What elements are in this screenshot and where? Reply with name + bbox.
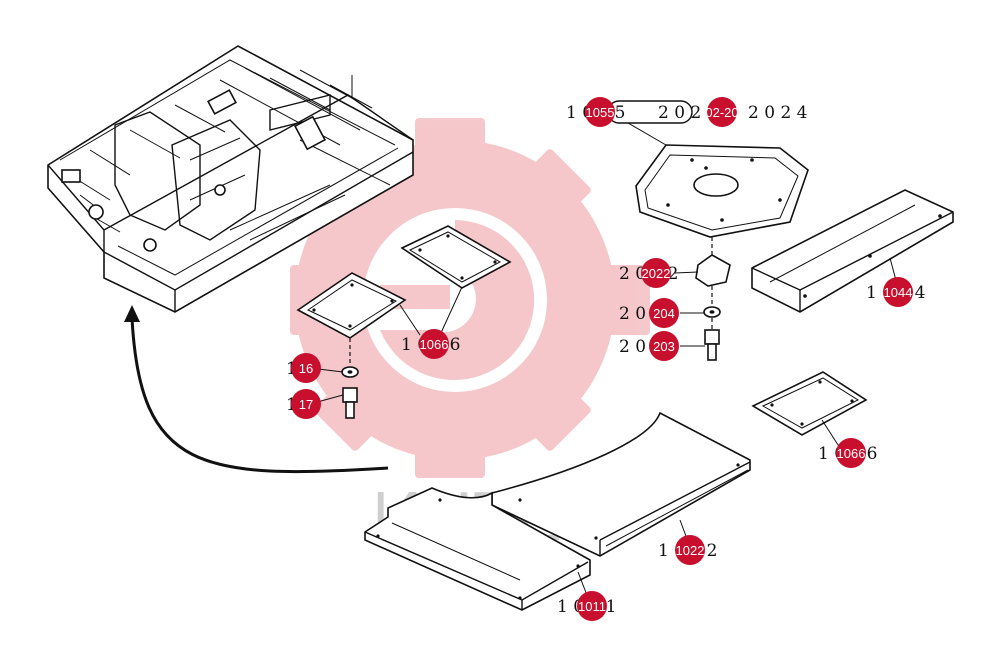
callout-1011-badge-label: 1011 xyxy=(578,599,606,614)
callout-17[interactable]: 1 7 17 xyxy=(286,389,321,419)
callout-2022-badge-label: 2022 xyxy=(642,266,671,281)
callout-1011[interactable]: 1 0 1 1 1011 xyxy=(557,591,616,621)
callout-1044-badge xyxy=(883,277,913,307)
callout-2024[interactable]: 2 0 2 4 xyxy=(748,103,807,123)
floor-plate-1022 xyxy=(491,411,751,557)
plate-fasteners-left xyxy=(341,338,359,419)
callout-2033-badge-label: 203 xyxy=(653,339,675,354)
callout-1066-left[interactable]: 1 0 6 6 1066 xyxy=(401,329,460,359)
callout-2022-badge xyxy=(641,258,671,288)
callout-2020-badge xyxy=(707,97,737,127)
callout-1066-left-badge-label: 1066 xyxy=(420,337,449,352)
callout-1022-badge-label: 1022 xyxy=(676,543,705,558)
callout-2020-badge-label: 02-20 xyxy=(705,105,738,120)
callout-2033[interactable]: 2 0 3 3 203 xyxy=(619,331,679,361)
callout-16-badge xyxy=(291,353,321,383)
small-plate-right xyxy=(751,371,868,436)
machine-frame xyxy=(47,45,414,313)
callout-1066-left-badge xyxy=(419,329,449,359)
callout-1066-right-badge xyxy=(836,438,866,468)
callout-2033-badge xyxy=(649,331,679,361)
callout-2041-badge xyxy=(649,298,679,328)
floor-plate-1011 xyxy=(364,487,591,611)
callout-2020[interactable]: 2 0 2 0 02-20 xyxy=(658,97,739,127)
top-cover-plate xyxy=(607,100,809,238)
callout-1066-right[interactable]: 1 0 6 6 1066 xyxy=(818,438,877,468)
callout-1044-badge-label: 1044 xyxy=(884,285,913,300)
callout-16[interactable]: 1 6 16 xyxy=(286,353,321,383)
callout-1055[interactable]: 1 0 5 5 1055 xyxy=(566,97,625,127)
side-channel-plate xyxy=(751,189,954,313)
callout-1022-badge xyxy=(675,535,705,565)
callout-2041[interactable]: 2 0 4 1 204 xyxy=(619,298,679,328)
callout-1022[interactable]: 1 0 2 2 1022 xyxy=(658,535,717,565)
small-plate-upper xyxy=(400,225,512,289)
watermark-gear-logo xyxy=(290,118,650,478)
callout-16-badge-label: 16 xyxy=(299,361,313,376)
callout-2041-badge-label: 204 xyxy=(653,306,675,321)
callout-2020-number: 2 0 2 0 xyxy=(658,103,717,123)
callout-17-badge xyxy=(291,389,321,419)
assembly-arrow xyxy=(124,305,389,474)
callout-2024-number: 2 0 2 4 xyxy=(748,103,807,123)
callout-1055-badge xyxy=(585,97,615,127)
cover-fasteners xyxy=(695,237,731,361)
callout-1044[interactable]: 1 0 4 4 1044 xyxy=(866,277,925,307)
callout-1066-right-badge-label: 1066 xyxy=(837,446,866,461)
callout-2022[interactable]: 2 0 2 2 2022 xyxy=(619,258,678,288)
callout-1055-badge-label: 1055 xyxy=(586,105,615,120)
small-plate-lower xyxy=(296,272,407,339)
callout-1011-badge xyxy=(577,591,607,621)
callout-17-badge-label: 17 xyxy=(299,397,313,412)
